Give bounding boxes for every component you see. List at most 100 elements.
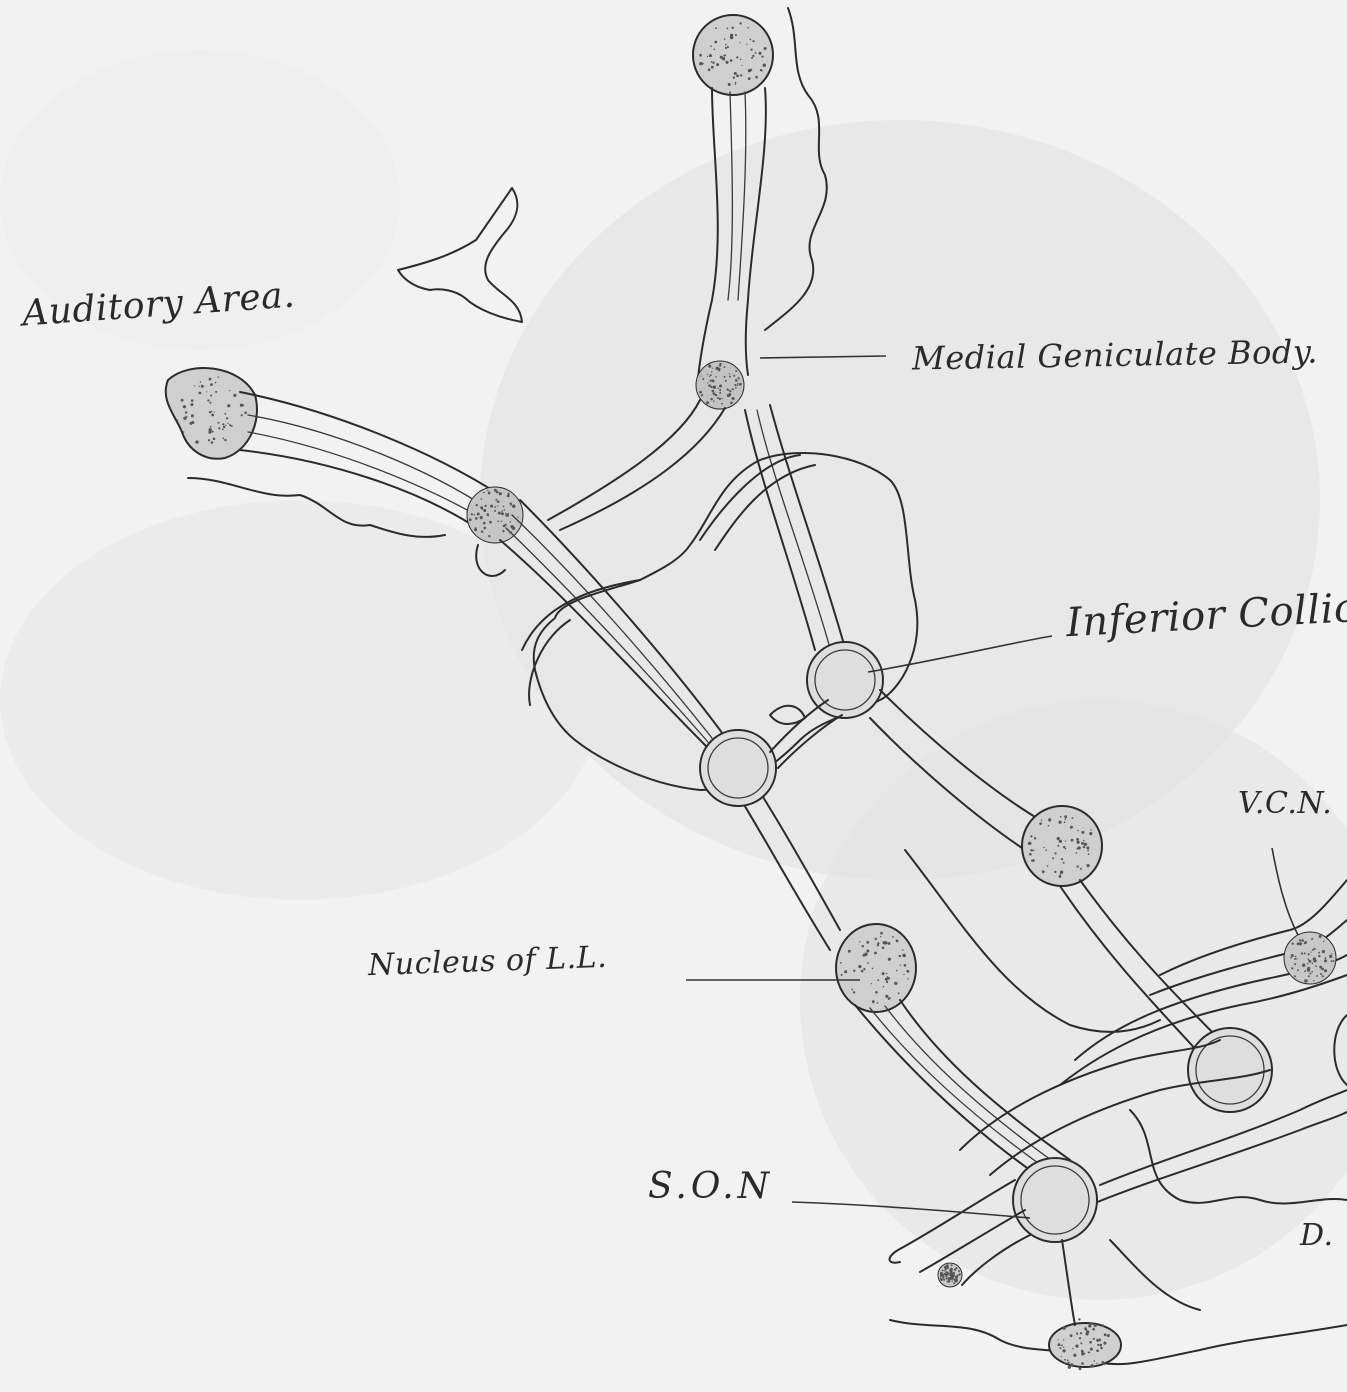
stipple-dot xyxy=(1311,971,1313,973)
stipple-dot xyxy=(469,518,472,521)
stipple-dot xyxy=(947,1281,949,1283)
stipple-dot xyxy=(233,394,236,397)
stipple-dot xyxy=(877,979,879,981)
stipple-dot xyxy=(712,368,713,369)
stipple-dot xyxy=(241,414,243,416)
stipple-dot xyxy=(708,365,711,368)
stipple-dot xyxy=(747,27,749,29)
stipple-dot xyxy=(227,423,228,424)
stipple-dot xyxy=(475,527,477,529)
mgb-radiation-left xyxy=(698,88,718,378)
stipple-dot xyxy=(728,390,729,391)
stipple-dot xyxy=(212,431,214,433)
stipple-dot xyxy=(709,376,710,377)
stipple-dot xyxy=(1063,862,1065,864)
inferior-colliculus-left-ring xyxy=(700,730,776,806)
stipple-dot xyxy=(880,936,881,937)
stipple-dot xyxy=(488,515,489,516)
stipple-dot xyxy=(497,520,499,522)
stipple-dot xyxy=(1041,820,1042,821)
stipple-dot xyxy=(737,385,738,386)
stipple-dot xyxy=(866,941,869,944)
stipple-dot xyxy=(1333,960,1335,962)
stipple-dot xyxy=(735,387,737,389)
stipple-dot xyxy=(1079,1367,1082,1370)
stipple-dot xyxy=(724,366,726,368)
stipple-dot xyxy=(1103,1363,1105,1365)
stipple-dot xyxy=(883,941,886,944)
stipple-dot xyxy=(750,39,752,41)
stipple-dot xyxy=(1077,841,1080,844)
stipple-dot xyxy=(1067,1359,1069,1361)
stipple-dot xyxy=(213,438,216,441)
stipple-dot xyxy=(1081,842,1084,845)
stipple-dot xyxy=(1064,1359,1066,1361)
stipple-dot xyxy=(1311,952,1312,953)
stipple-dot xyxy=(189,422,192,425)
stipple-dot xyxy=(945,1274,948,1277)
stipple-dot xyxy=(739,383,742,386)
stipple-dot xyxy=(1089,1322,1092,1325)
stipple-dot xyxy=(875,938,877,940)
stipple-dot xyxy=(752,40,754,42)
stipple-dot xyxy=(1071,839,1074,842)
stipple-dot xyxy=(496,491,499,494)
stipple-dot xyxy=(947,1273,949,1275)
stipple-dot xyxy=(751,49,753,51)
stipple-dot xyxy=(761,56,763,58)
stipple-dot xyxy=(218,376,219,377)
stipple-dot xyxy=(722,398,723,399)
stipple-dot xyxy=(1060,1347,1062,1349)
stipple-dot xyxy=(728,83,731,86)
stipple-dot xyxy=(482,508,484,510)
stipple-dot xyxy=(1086,846,1089,849)
stipple-dot xyxy=(714,49,716,51)
stipple-dot xyxy=(1073,1354,1076,1357)
stipple-dot xyxy=(731,27,733,29)
stipple-dot xyxy=(1307,969,1310,972)
stipple-dot xyxy=(949,1277,950,1278)
stipple-dot xyxy=(223,438,225,440)
stipple-dot xyxy=(734,72,737,75)
stipple-dot xyxy=(1304,979,1307,982)
stipple-dot xyxy=(1068,1361,1070,1363)
stipple-dot xyxy=(883,986,884,987)
stipple-dot xyxy=(208,439,210,441)
stipple-dot xyxy=(710,380,712,382)
stipple-dot xyxy=(1088,853,1090,855)
stipple-dot xyxy=(177,420,178,421)
stipple-dot xyxy=(489,521,492,524)
stipple-dot xyxy=(1034,837,1036,839)
stipple-dot xyxy=(1070,826,1073,829)
stipple-dot xyxy=(952,1280,953,1281)
stipple-dot xyxy=(1058,821,1061,824)
stipple-dot xyxy=(717,397,719,399)
stipple-dot xyxy=(1318,955,1320,957)
stipple-dot xyxy=(1304,970,1306,972)
stipple-dot xyxy=(1078,1318,1080,1320)
stipple-dot xyxy=(1331,960,1333,962)
stipple-dot xyxy=(714,41,717,44)
stipple-dot xyxy=(483,527,486,530)
stipple-dot xyxy=(940,1277,942,1279)
stipple-dot xyxy=(1029,853,1032,856)
stipple-dot xyxy=(1065,841,1066,842)
stipple-dot xyxy=(875,991,878,994)
dcn-label: D. xyxy=(1300,1218,1334,1253)
auditory-area-nucleus xyxy=(166,368,257,459)
stipple-dot xyxy=(944,1276,945,1277)
stipple-dot xyxy=(1299,942,1302,945)
stipple-dot xyxy=(483,492,485,494)
stipple-dot xyxy=(1070,1334,1073,1337)
stipple-dot xyxy=(1048,818,1051,821)
stipple-dot xyxy=(1064,821,1066,823)
stipple-dot xyxy=(481,531,483,533)
stipple-dot xyxy=(1072,1348,1073,1349)
stipple-dot xyxy=(740,74,742,76)
stipple-dot xyxy=(222,429,224,431)
stipple-dot xyxy=(718,388,719,389)
stipple-dot xyxy=(1307,963,1308,964)
stipple-dot xyxy=(708,68,711,71)
stipple-dot xyxy=(495,499,497,501)
stipple-dot xyxy=(755,52,757,54)
